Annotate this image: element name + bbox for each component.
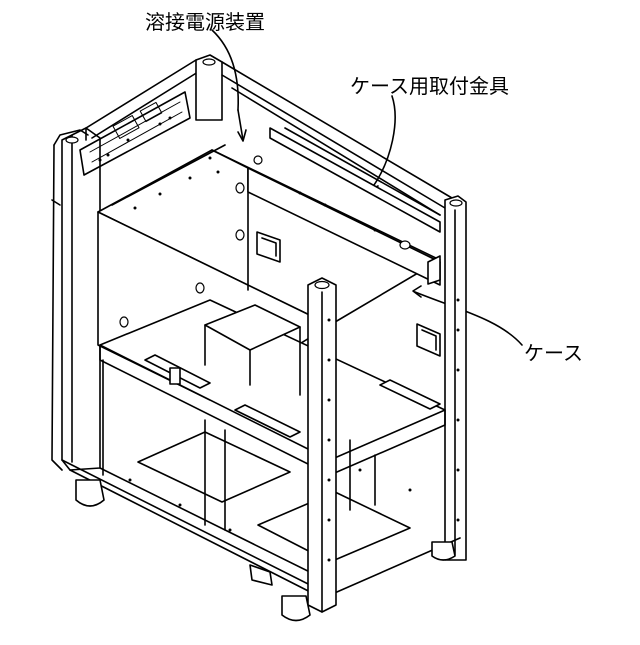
front-right-post xyxy=(308,278,336,612)
label-case-mounting-bracket: ケース用取付金具 xyxy=(350,76,509,96)
label-welding-power-supply: 溶接電源装置 xyxy=(145,12,265,32)
label-case: ケース xyxy=(524,343,583,363)
